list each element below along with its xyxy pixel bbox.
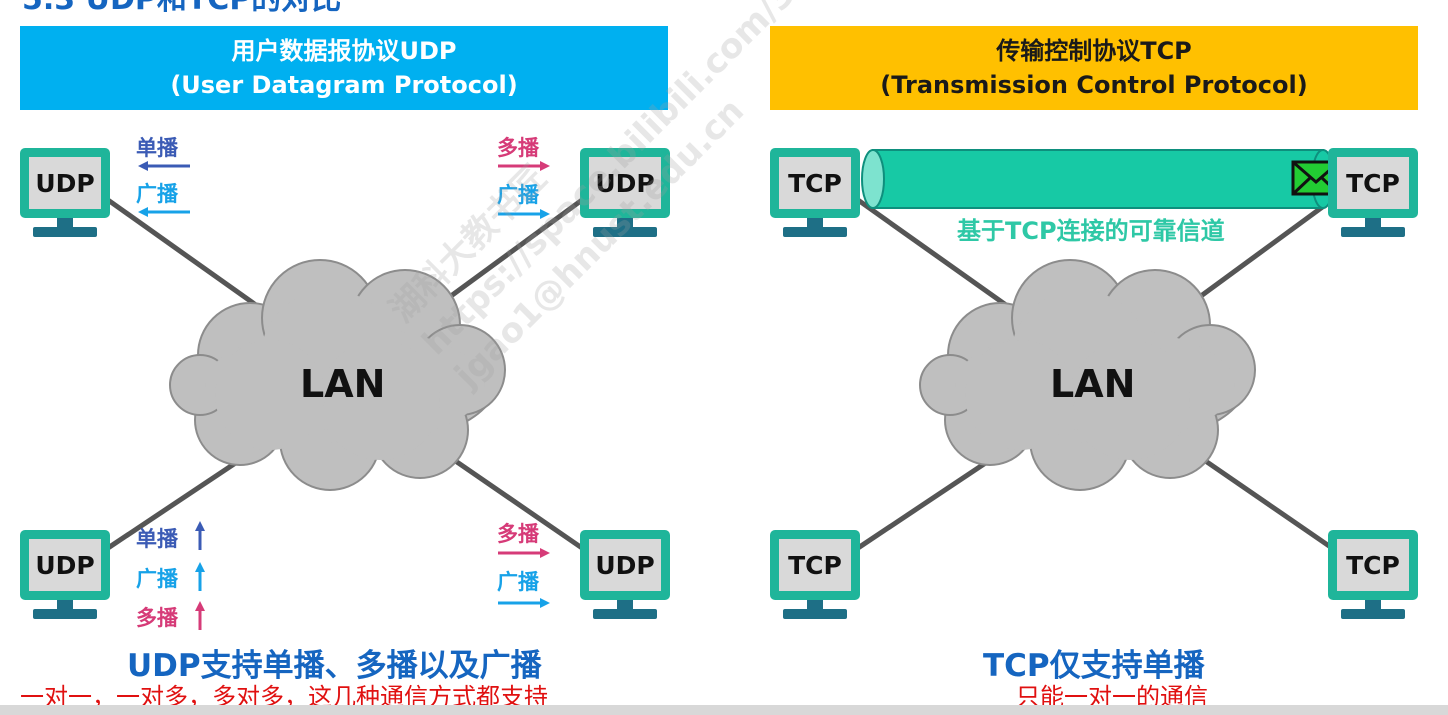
tcp-computer-bottom-left: TCP [770,530,860,622]
monitor-icon: UDP [580,530,670,600]
tcp-computer-top-right: TCP [1328,148,1418,240]
bottom-bar [0,705,1448,715]
monitor-icon: UDP [20,530,110,600]
udp-computer-bottom-right: UDP [580,530,670,622]
monitor-icon: TCP [1328,148,1418,218]
udp-caption: UDP支持单播、多播以及广播 [127,648,542,684]
udp-computer-top-left: UDP [20,148,110,240]
cast-label-unicast: 单播 [136,136,178,160]
tcp-banner-subtitle: (Transmission Control Protocol) [880,71,1308,99]
cast-label-multicast: 多播 [136,606,178,630]
udp-computer-bottom-left: UDP [20,530,110,622]
monitor-icon: TCP [1328,530,1418,600]
udp-link-top-left [106,197,272,318]
monitor-icon: TCP [770,148,860,218]
page-title: 5.3 UDP和TCP的对比 [22,0,341,18]
udp-lan-label: LAN [300,362,386,406]
tcp-computer-bottom-right: TCP [1328,530,1418,622]
udp-banner: 用户数据报协议UDP (User Datagram Protocol) [20,26,668,110]
tcp-lan-label: LAN [1050,362,1136,406]
cast-label-unicast: 单播 [136,527,178,551]
udp-computer-top-right: UDP [580,148,670,240]
cast-label-broadcast: 广播 [136,567,178,591]
tcp-lan-cloud-icon [919,259,1256,491]
cast-label-multicast: 多播 [497,522,539,546]
monitor-icon: UDP [20,148,110,218]
tcp-channel-label: 基于TCP连接的可靠信道 [957,217,1225,245]
tcp-link-top-left [856,197,1022,318]
cast-label-broadcast: 广播 [136,182,178,206]
tcp-caption: TCP仅支持单播 [983,648,1205,684]
udp-banner-title: 用户数据报协议UDP [231,37,457,65]
udp-lan-cloud-icon [169,259,506,491]
cast-arrows [138,161,550,630]
tcp-banner-title: 传输控制协议TCP [996,37,1192,65]
monitor-icon: UDP [580,148,670,218]
cast-label-multicast: 多播 [497,136,539,160]
monitor-icon: TCP [770,530,860,600]
tcp-banner: 传输控制协议TCP (Transmission Control Protocol… [770,26,1418,110]
tcp-computer-top-left: TCP [770,148,860,240]
tcp-channel-pipe [861,149,1335,209]
cast-label-broadcast: 广播 [497,570,539,594]
udp-banner-subtitle: (User Datagram Protocol) [170,71,518,99]
cast-label-broadcast: 广播 [497,183,539,207]
